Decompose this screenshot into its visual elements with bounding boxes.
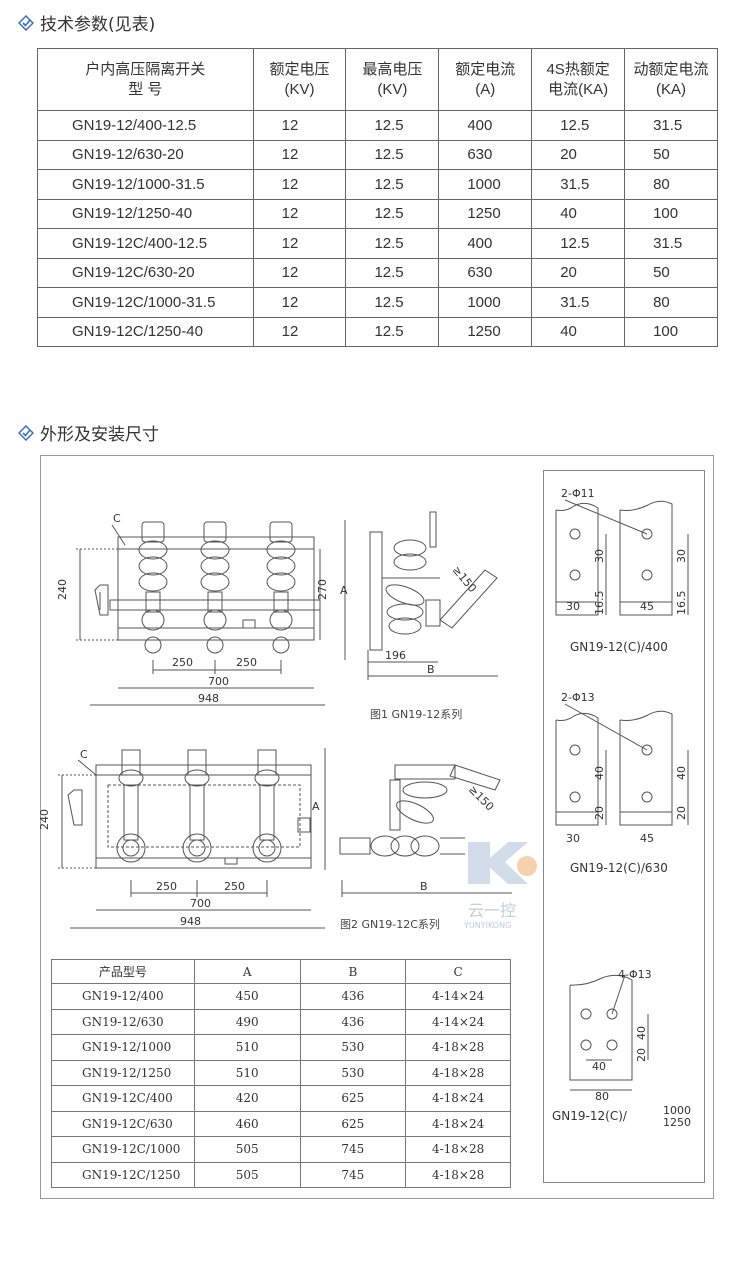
dim-label-240-2: 240 — [38, 809, 51, 830]
mount1-dim-h1: 30 — [566, 600, 580, 613]
fig2-front-view — [58, 748, 326, 929]
section-title: 外形及安装尺寸 — [40, 425, 159, 445]
mount1-caption: GN19-12(C)/400 — [570, 640, 668, 654]
mount-drawing-630 — [555, 703, 689, 826]
dim-label-240-1: 240 — [56, 579, 69, 600]
drawing-frame — [40, 455, 714, 1199]
dim-label-a1: A — [340, 584, 348, 597]
fig1-side-view — [367, 511, 498, 680]
diamond-check-icon — [18, 14, 34, 31]
mount1-dim-v2b: 16.5 — [675, 591, 688, 616]
mount2-caption: GN19-12(C)/630 — [570, 861, 668, 875]
watermark-logo — [468, 842, 537, 884]
table-header-row: 产品型号 A B C — [51, 959, 511, 984]
dim-label-948-2: 948 — [180, 915, 201, 928]
mount3-caption: GN19-12(C)/ — [552, 1109, 628, 1123]
dim-label-150-1: ≥150 — [450, 564, 479, 596]
header-cell: B — [299, 959, 407, 984]
mount3-caption-bottom: 1250 — [663, 1116, 691, 1129]
mount2-dim-v1b: 40 — [675, 766, 688, 780]
fig1-front-view — [76, 520, 346, 706]
mount3-dim-v2: 20 — [635, 1048, 648, 1062]
mount2-dim-h1: 30 — [566, 832, 580, 845]
fig1-caption: 图1 GN19-12系列 — [370, 707, 462, 721]
mount3-caption-top: 1000 — [663, 1104, 691, 1117]
dim-label-948-1: 948 — [198, 692, 219, 705]
dim-label-b2: B — [420, 880, 428, 893]
mount3-dim-h2: 80 — [595, 1090, 609, 1103]
section-title: 技术参数(见表) — [40, 15, 156, 35]
dim-label-250-1b: 250 — [236, 656, 257, 669]
header-cell: 户内高压隔离开关型 号 — [37, 48, 254, 111]
header-cell: 额定电流(A) — [438, 48, 533, 111]
header-cell: 4S热额定电流(KA) — [531, 48, 626, 111]
mount1-hole-label: 2-Φ11 — [561, 487, 595, 500]
watermark-text-cn: 云一控 — [468, 901, 516, 920]
mount1-dim-h2: 45 — [640, 600, 654, 613]
mount-drawing-400 — [555, 499, 689, 616]
watermark-text-en: YUNYIKONG — [463, 921, 511, 930]
dim-label-700-1: 700 — [208, 675, 229, 688]
mount1-dim-v2a: 16.5 — [593, 591, 606, 616]
dim-label-250-2b: 250 — [224, 880, 245, 893]
dim-label-196: 196 — [385, 649, 406, 662]
header-cell: 最高电压(KV) — [345, 48, 440, 111]
tech-params-table: 户内高压隔离开关型 号 额定电压(KV) 最高电压(KV) 额定电流(A) 4S… — [37, 48, 718, 347]
fig2-side-view — [339, 764, 512, 897]
dim-label-250-2a: 250 — [156, 880, 177, 893]
header-cell: C — [405, 959, 511, 984]
mount2-hole-label: 2-Φ13 — [561, 691, 595, 704]
section-header-dimensions: 外形及安装尺寸 — [18, 420, 159, 445]
mount1-dim-v1b: 30 — [675, 549, 688, 563]
dim-label-700-2: 700 — [190, 897, 211, 910]
header-cell: 产品型号 — [51, 959, 195, 984]
mount3-dim-v1: 40 — [635, 1026, 648, 1040]
diamond-check-icon — [18, 424, 34, 441]
mount1-dim-v1a: 30 — [593, 549, 606, 563]
dim-label-b1: B — [427, 663, 435, 676]
header-cell: 额定电压(KV) — [252, 48, 347, 111]
section-header-tech-params: 技术参数(见表) — [18, 10, 155, 35]
dim-label-150-2: ≥150 — [466, 783, 497, 814]
dim-label-a2: A — [312, 800, 320, 813]
dim-label-250-1a: 250 — [172, 656, 193, 669]
mount3-hole-label: 4-Φ13 — [618, 968, 652, 981]
mount2-dim-h2: 45 — [640, 832, 654, 845]
mount2-dim-v1a: 40 — [593, 766, 606, 780]
mount3-dim-h1: 40 — [592, 1060, 606, 1073]
dim-label-c2: C — [80, 748, 88, 761]
mount2-dim-v2a: 20 — [593, 806, 606, 820]
dim-label-c1: C — [113, 512, 121, 525]
table-header-row: 户内高压隔离开关型 号 额定电压(KV) 最高电压(KV) 额定电流(A) 4S… — [37, 48, 718, 111]
header-cell: A — [193, 959, 301, 984]
fig2-caption: 图2 GN19-12C系列 — [340, 917, 440, 931]
dim-label-270: 270 — [316, 579, 329, 600]
mount2-dim-v2b: 20 — [675, 806, 688, 820]
header-cell: 动额定电流(KA) — [624, 48, 718, 111]
mounting-drawings-panel — [543, 470, 705, 1183]
mount-drawing-1000-1250 — [569, 974, 649, 1091]
